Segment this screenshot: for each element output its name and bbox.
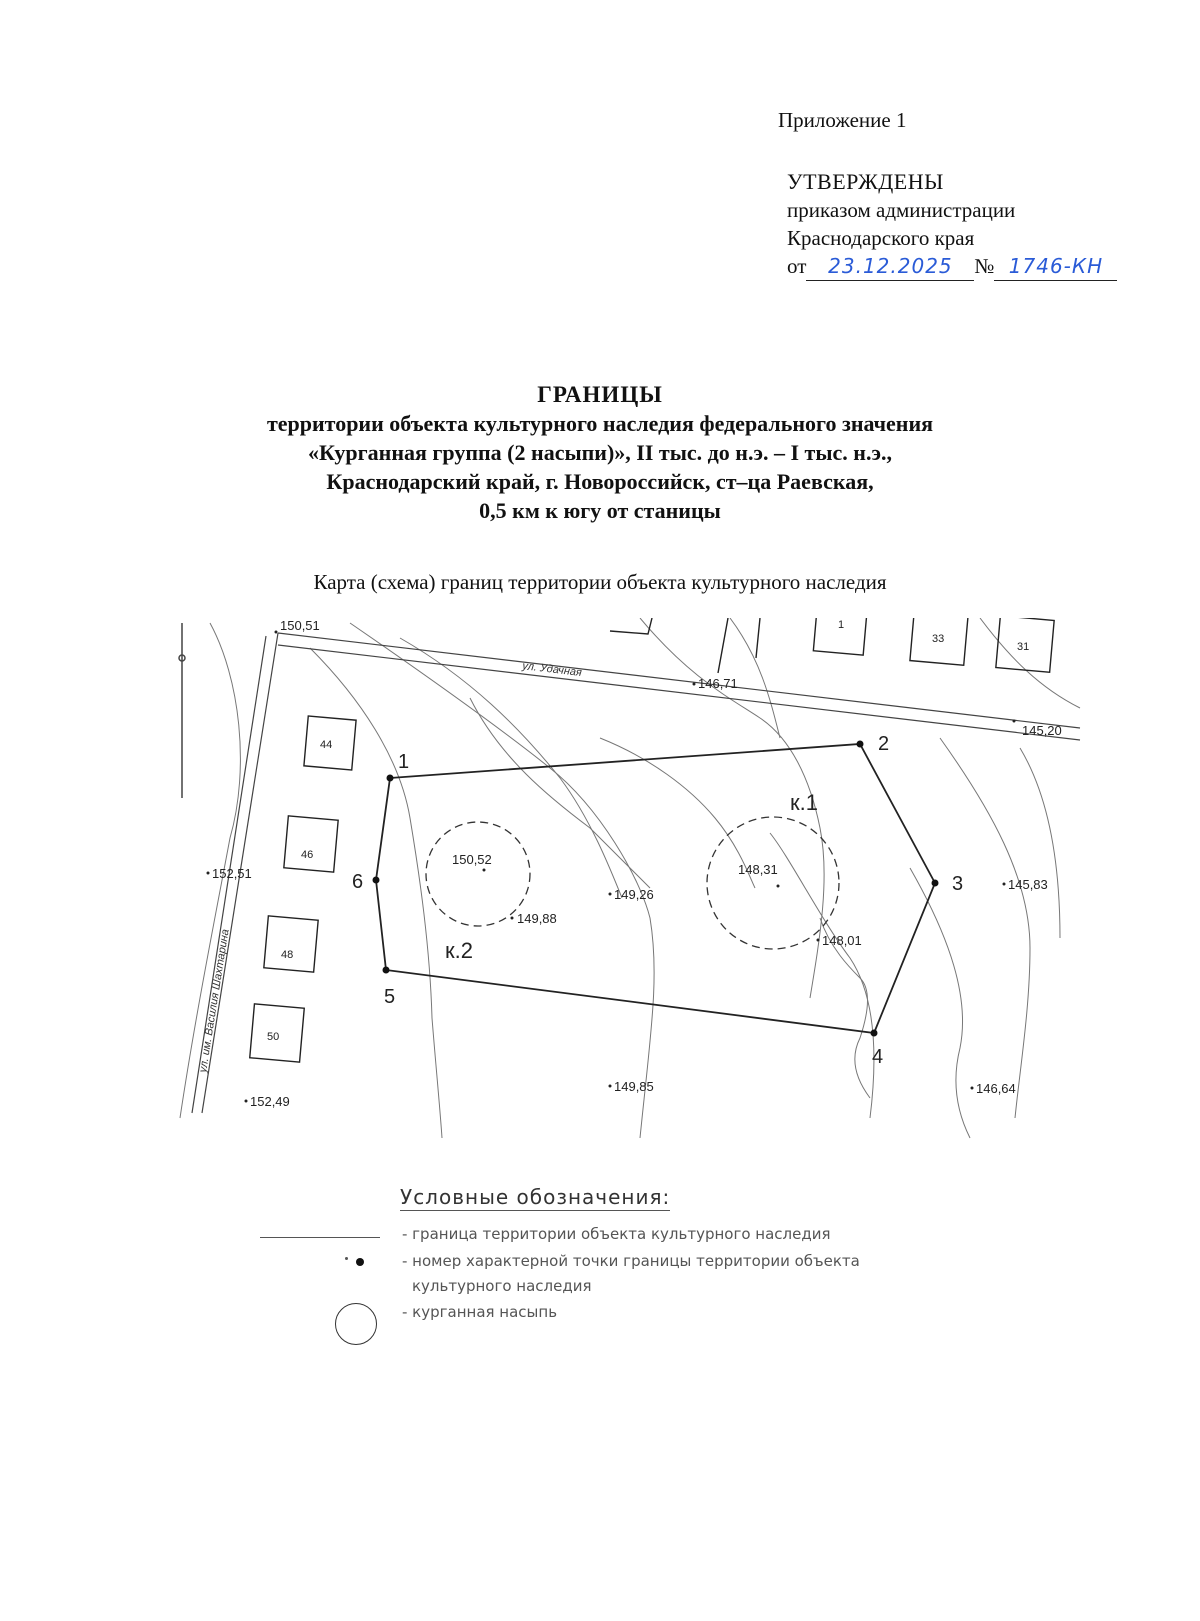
boundary-point-4 xyxy=(870,1029,878,1037)
houses: 44 46 48 50 1 33 31 xyxy=(248,618,1055,1063)
elevation-label: 148,01 xyxy=(822,933,862,948)
svg-text:1: 1 xyxy=(838,619,844,631)
house-44: 44 xyxy=(303,715,357,771)
contour-line xyxy=(909,867,971,1139)
contour-line xyxy=(309,647,443,1139)
elevation-label: 150,51 xyxy=(280,618,320,633)
title-line1: территории объекта культурного наследия … xyxy=(266,411,934,436)
svg-text:46: 46 xyxy=(301,849,313,861)
fence-line xyxy=(717,618,729,674)
approved-caption: УТВЕРЖДЕНЫ xyxy=(787,169,944,194)
street-label-udachnaya: ул. Удачная xyxy=(521,660,583,679)
boundary-point-1 xyxy=(386,774,394,782)
fence-line xyxy=(755,618,761,659)
house-48: 48 xyxy=(263,915,319,973)
contour-line xyxy=(769,832,875,1119)
boundary-point-2 xyxy=(856,740,864,748)
appendix-label: Приложение 1 xyxy=(778,108,907,132)
contour-line xyxy=(1019,747,1061,939)
boundary-line-symbol xyxy=(260,1237,380,1238)
legend-title: Условные обозначения: xyxy=(400,1185,671,1211)
point-label-1: 1 xyxy=(398,751,409,773)
contour-line xyxy=(469,697,651,889)
svg-text:48: 48 xyxy=(281,949,293,961)
contour-line xyxy=(399,637,623,899)
boundary-point-3 xyxy=(931,879,939,887)
mound-label-k2: к.2 xyxy=(445,938,473,963)
boundary-point-6 xyxy=(372,876,380,884)
contour-line xyxy=(939,737,1031,1119)
house-33: 33 xyxy=(909,618,969,667)
house-46: 46 xyxy=(283,815,339,873)
boundary-point-markers xyxy=(372,740,939,1037)
street-label-shakhtarina: ул. им. Василия Шахтарина xyxy=(197,928,232,1074)
house-1: 1 xyxy=(812,618,868,656)
title-line2: «Курганная группа (2 насыпи)», II тыс. д… xyxy=(308,440,892,465)
elevation-label: 145,83 xyxy=(1008,877,1048,892)
point-label-4: 4 xyxy=(872,1046,883,1068)
house-50: 50 xyxy=(248,1003,306,1063)
mound-k2-circle xyxy=(425,821,531,927)
mound-k1-circle xyxy=(706,816,840,950)
mound-circle-symbol xyxy=(335,1303,377,1345)
contour-line xyxy=(979,618,1081,709)
elevation-label: 150,52 xyxy=(452,852,492,867)
svg-text:33: 33 xyxy=(932,633,944,645)
boundary-map: ул. Удачная ул. им. Василия Шахтарина 44… xyxy=(178,618,1081,1139)
map-subtitle: Карта (схема) границ территории объекта … xyxy=(313,570,887,594)
svg-text:31: 31 xyxy=(1017,641,1029,653)
elevation-label: 146,71 xyxy=(698,676,738,691)
contour-line xyxy=(179,622,241,1119)
date-prefix: от xyxy=(787,254,807,278)
document-title: ГРАНИЦЫ территории объекта культурного н… xyxy=(0,380,1200,525)
elevation-label: 145,20 xyxy=(1022,723,1062,738)
svg-text:44: 44 xyxy=(320,739,332,751)
handwritten-date: 23.12.2025 xyxy=(806,252,975,281)
contour-line xyxy=(819,917,871,1099)
elevation-label: 152,51 xyxy=(212,866,252,881)
street-shakhtarina xyxy=(191,632,279,1114)
house-31: 31 xyxy=(995,618,1055,674)
elevation-label: 148,31 xyxy=(738,862,778,877)
approved-by-line2: Краснодарского края xyxy=(787,226,975,250)
north-arrow-icon xyxy=(178,623,186,798)
elevation-label: 152,49 xyxy=(250,1094,290,1109)
approval-block: УТВЕРЖДЕНЫ приказом администрации Красно… xyxy=(787,168,1118,281)
legend-mound: - курганная насыпь xyxy=(402,1303,558,1321)
svg-text:50: 50 xyxy=(267,1031,279,1043)
legend-point-line1: - номер характерной точки границы террит… xyxy=(402,1252,860,1270)
elevation-label: 149,85 xyxy=(614,1079,654,1094)
title-line3: Краснодарский край, г. Новороссийск, ст–… xyxy=(326,469,874,494)
mound-label-k1: к.1 xyxy=(790,790,818,815)
heritage-boundary xyxy=(375,743,936,1034)
point-label-6: 6 xyxy=(352,871,363,893)
legend-boundary: - граница территории объекта культурного… xyxy=(402,1225,831,1243)
point-label-5: 5 xyxy=(384,986,395,1008)
number-prefix: № xyxy=(974,254,995,278)
handwritten-number: 1746-КН xyxy=(994,252,1118,281)
street-udachnaya xyxy=(277,632,1081,741)
point-symbol-small xyxy=(345,1257,348,1260)
title-main: ГРАНИЦЫ xyxy=(537,382,663,407)
boundary-point-5 xyxy=(382,966,390,974)
point-label-3: 3 xyxy=(952,873,963,895)
boundary-point-labels: 1 2 3 4 5 6 xyxy=(352,733,963,1068)
approved-by-line1: приказом администрации xyxy=(787,198,1016,222)
contour-line xyxy=(349,622,655,1139)
contour-lines xyxy=(179,618,1081,1139)
point-symbol xyxy=(356,1258,364,1266)
elevation-label: 146,64 xyxy=(976,1081,1016,1096)
elevation-label: 149,88 xyxy=(517,911,557,926)
elevation-marks: 150,51 146,71 145,20 152,51 150,52 149,8… xyxy=(206,618,1062,1109)
legend: Условные обозначения: - граница территор… xyxy=(240,1185,1040,1345)
fence-line xyxy=(609,618,653,635)
elevation-label: 149,26 xyxy=(614,887,654,902)
contour-line xyxy=(599,737,756,889)
legend-point-line2: культурного наследия xyxy=(412,1277,592,1295)
contour-line xyxy=(729,618,781,739)
title-line4: 0,5 км к югу от станицы xyxy=(479,498,721,523)
point-label-2: 2 xyxy=(878,733,889,755)
